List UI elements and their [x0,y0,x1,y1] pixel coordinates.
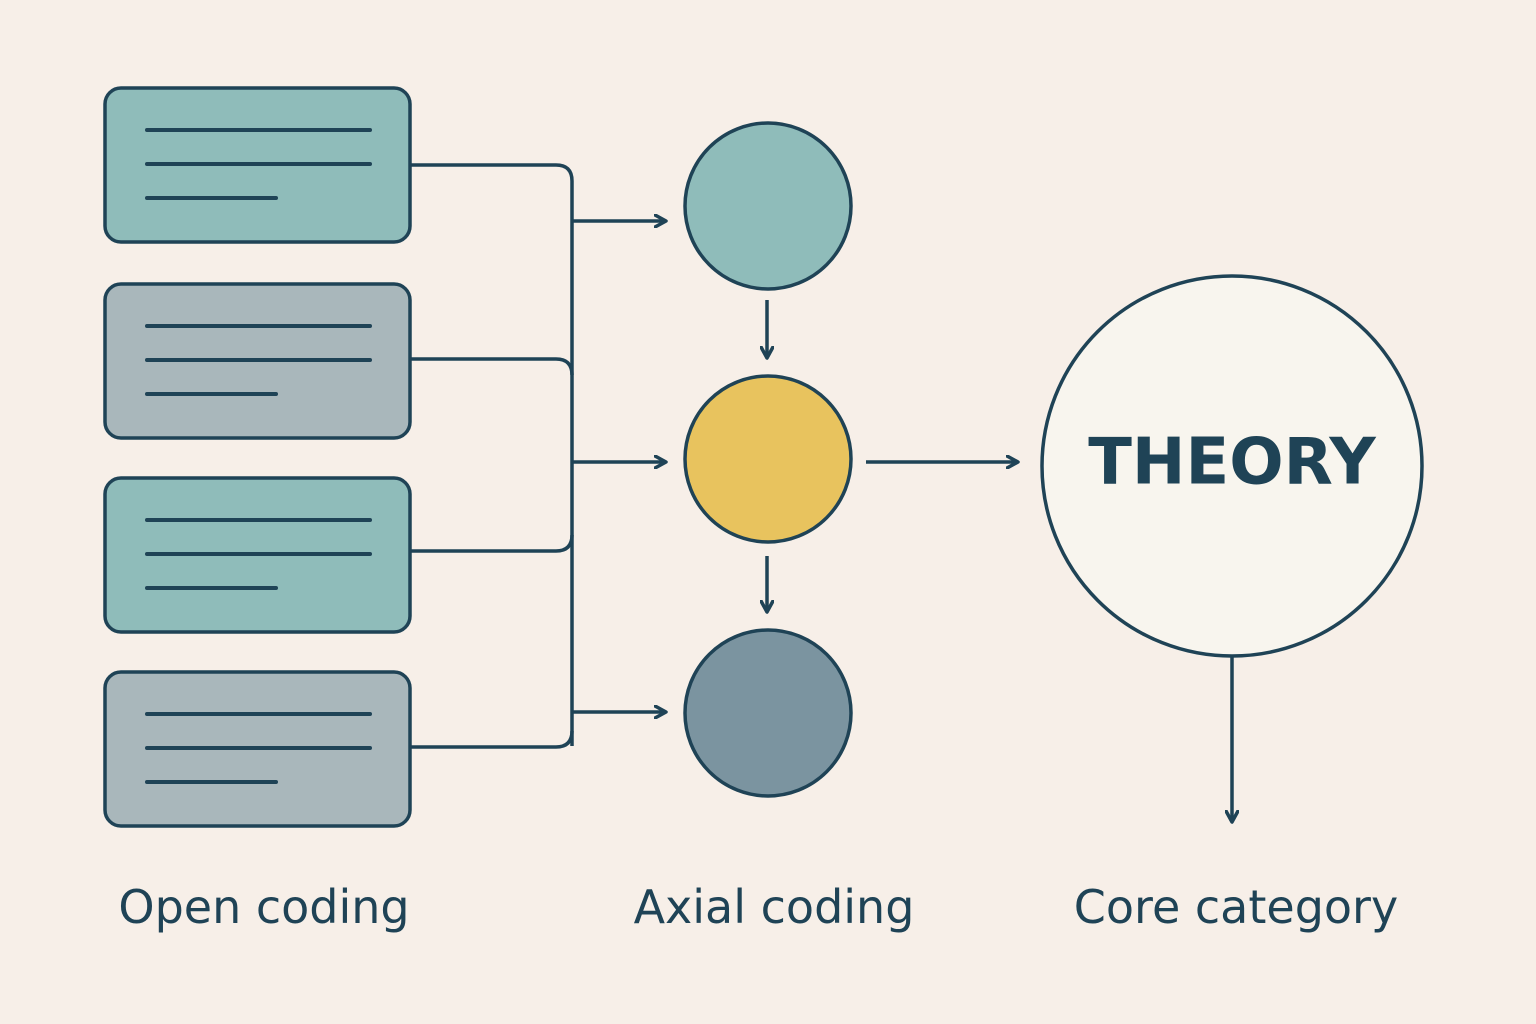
open-code-card [103,670,412,828]
theory-node: THEORY [1040,274,1424,658]
connector-1 [410,163,574,746]
open-code-card [103,282,412,440]
axial-coding-circles [683,121,853,798]
connector-4 [410,730,574,749]
open-code-card [103,86,412,244]
axial-category-circle [683,121,853,291]
open-code-card [103,476,412,634]
theory-circle [1040,274,1424,658]
theory-label: THEORY [1088,426,1376,500]
axial-category-circle [683,628,853,798]
axial-category-circle [683,374,853,544]
open-coding-cards [103,86,412,828]
open-code-connectors [410,163,574,749]
axial-coding-label: Axial coding [633,880,915,934]
open-coding-label: Open coding [118,880,410,934]
connector-3 [410,534,574,553]
core-category-label: Core category [1073,880,1399,934]
connector-2 [410,357,574,376]
bus-arrows [572,221,666,712]
